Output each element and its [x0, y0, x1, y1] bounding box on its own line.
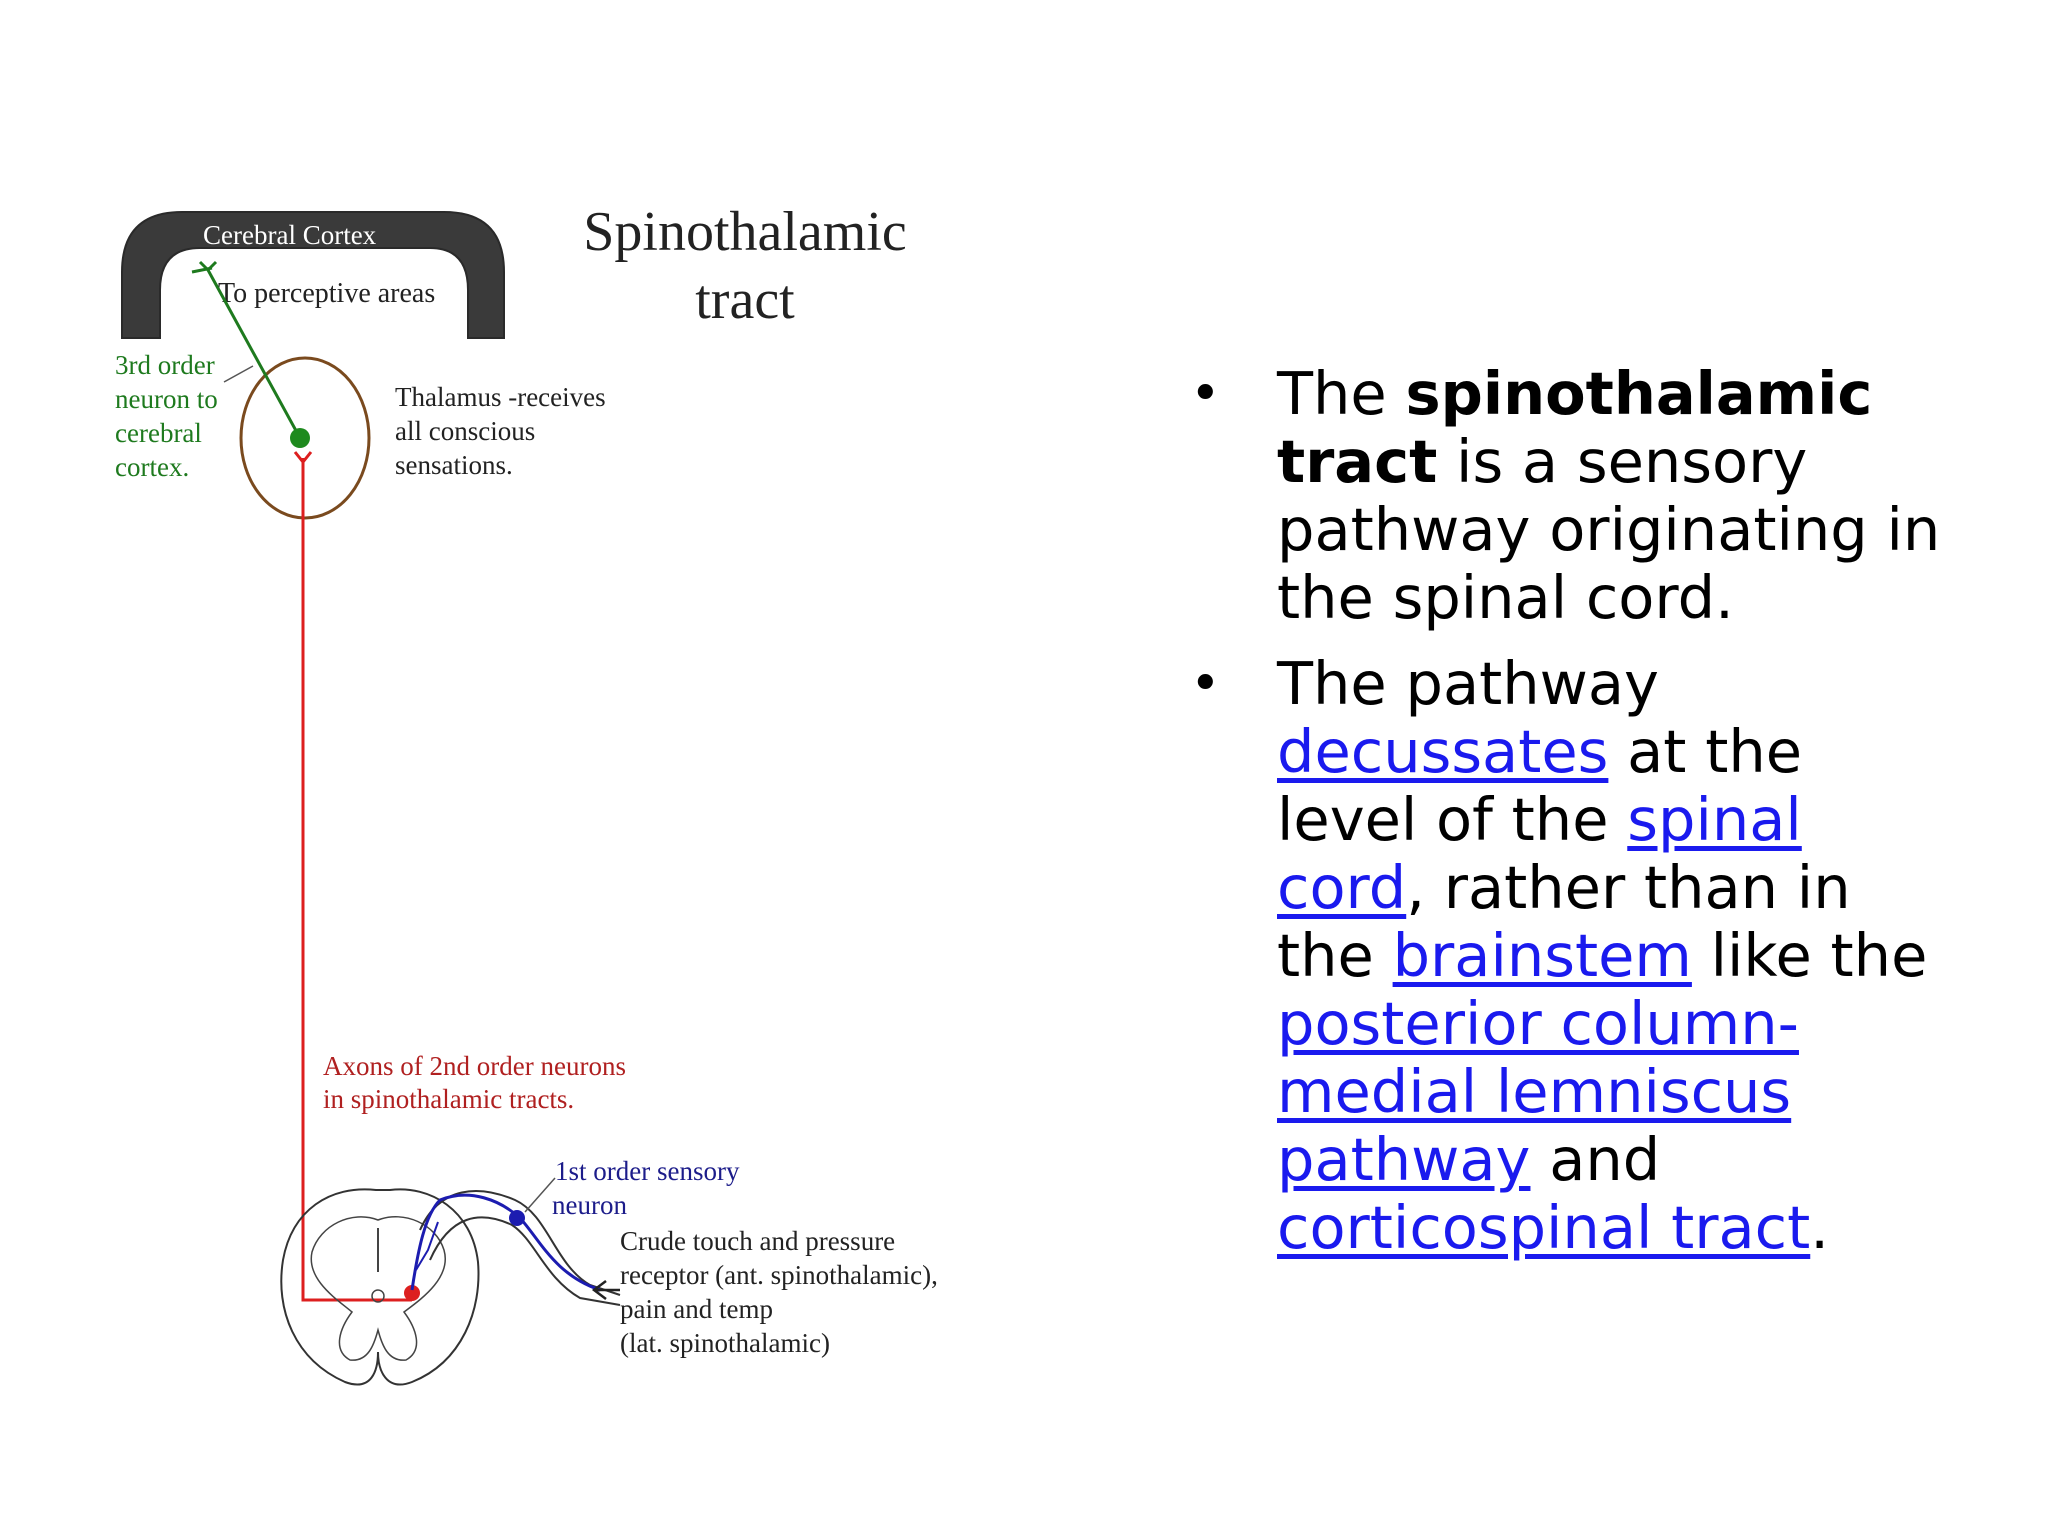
- second-order-neuron: [301, 458, 412, 1302]
- first-order-neuron: [410, 1193, 601, 1292]
- receptor-label-1: Crude touch and pressure: [620, 1226, 895, 1256]
- bullet-item-1: • The spinothalamic tract is a sensory pa…: [1190, 360, 1950, 632]
- first-order-pointer: [524, 1177, 556, 1213]
- bullet-list: • The spinothalamic tract is a sensory pa…: [1190, 360, 1950, 1280]
- first-order-collateral: [415, 1221, 439, 1271]
- third-order-label-4: cortex.: [115, 452, 189, 482]
- bullet-1-text-1: The: [1277, 359, 1406, 428]
- perceptive-label: To perceptive areas: [218, 278, 435, 309]
- bullet-2-text-5: and: [1530, 1125, 1661, 1194]
- link-brainstem[interactable]: brainstem: [1392, 921, 1692, 990]
- third-order-neuron: [206, 269, 302, 439]
- bullet-dot-icon: •: [1190, 364, 1221, 424]
- third-order-label-2: neuron to: [115, 384, 218, 414]
- thalamus-label-2: all conscious: [395, 416, 535, 446]
- third-order-label-3: cerebral: [115, 418, 202, 448]
- receptor-label-4: (lat. spinothalamic): [620, 1328, 830, 1358]
- bullet-2-text-2: at the level of the: [1277, 717, 1803, 854]
- link-spinal-cord[interactable]: spinal cord: [1277, 785, 1802, 922]
- second-order-terminal: [293, 451, 313, 465]
- bullet-dot-icon: •: [1190, 654, 1221, 714]
- first-order-cell-body: [509, 1210, 525, 1226]
- thalamus-circle: [239, 356, 371, 520]
- diagram-title-line1: Spinothalamic: [583, 201, 907, 263]
- spinal-cord-outline: [280, 1188, 480, 1386]
- first-order-label-2: neuron: [552, 1190, 627, 1220]
- central-canal: [371, 1289, 385, 1303]
- spinothalamic-diagram: Cerebral Cortex To perceptive areas Spin…: [115, 201, 938, 1386]
- link-posterior-column-medial-lemniscus[interactable]: posterior column-medial lemniscus pathwa…: [1277, 989, 1799, 1194]
- thalamus-label-3: sensations.: [395, 450, 513, 480]
- first-order-label-1: 1st order sensory: [555, 1156, 740, 1186]
- second-order-cell-body: [404, 1285, 420, 1301]
- bullet-item-2: • The pathway decussates at the level of …: [1190, 650, 1950, 1262]
- thalamus-label-1: Thalamus -receives: [395, 382, 606, 412]
- receptor-label-3: pain and temp: [620, 1294, 773, 1324]
- link-corticospinal-tract[interactable]: corticospinal tract: [1277, 1193, 1811, 1262]
- receptor-arrow-icon: [591, 1280, 620, 1300]
- bullet-2-text-6: .: [1810, 1193, 1830, 1262]
- diagram-title-line2: tract: [695, 269, 795, 331]
- grey-matter: [310, 1216, 447, 1361]
- third-order-terminal: [191, 260, 218, 274]
- third-order-label-1: 3rd order: [115, 350, 215, 380]
- receptor-label-2: receptor (ant. spinothalamic),: [620, 1260, 938, 1290]
- axons-label-1: Axons of 2nd order neurons: [323, 1051, 626, 1081]
- bullet-2-text-1: The pathway: [1277, 649, 1659, 718]
- bullet-2-text-4: like the: [1691, 921, 1928, 990]
- third-order-cell-body: [290, 428, 310, 448]
- third-order-pointer: [223, 365, 254, 383]
- cortex-label: Cerebral Cortex: [203, 220, 377, 250]
- bullet-1-text-2: is a sensory pathway originating in the …: [1277, 427, 1941, 632]
- bullet-2-text-3: , rather than in the: [1277, 853, 1851, 990]
- axons-label-2: in spinothalamic tracts.: [323, 1084, 574, 1114]
- link-decussates[interactable]: decussates: [1277, 717, 1609, 786]
- cerebral-cortex-arch: [121, 211, 505, 339]
- bullet-1-bold: spinothalamic tract: [1277, 359, 1873, 496]
